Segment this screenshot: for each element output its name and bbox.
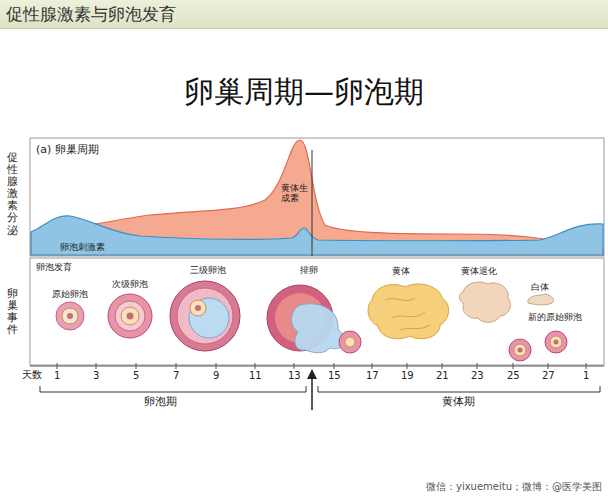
stage-label: 次级卵泡	[112, 279, 148, 290]
day-number: 7	[173, 370, 179, 382]
diagram-title: 卵巢周期—卵泡期	[184, 74, 424, 110]
day-number: 19	[401, 370, 414, 382]
day-number: 11	[249, 370, 262, 382]
header-band: 促性腺激素与卵泡发育	[0, 0, 608, 29]
stage-label: 三级卵泡	[190, 265, 226, 276]
phase-label: 黄体期	[442, 395, 475, 408]
day-number: 27	[542, 370, 555, 382]
day-number: 1	[583, 370, 589, 382]
day-number: 15	[328, 370, 341, 382]
day-number: 25	[507, 370, 520, 382]
day-number: 23	[471, 370, 484, 382]
stage-label: 排卵	[300, 265, 318, 276]
day-number: 5	[133, 370, 139, 382]
axis-title: 促性腺激素分泌	[7, 152, 18, 237]
stage-label: 白体	[531, 282, 549, 293]
day-number: 1	[54, 370, 60, 382]
axis-title: 天数	[22, 369, 42, 381]
day-number: 9	[213, 370, 219, 382]
phase-label: 卵泡期	[144, 395, 177, 408]
stage-label: 黄体	[392, 266, 410, 277]
day-number: 13	[288, 370, 301, 382]
curve-label: 卵泡刺激素	[60, 242, 105, 253]
stage-label: 原始卵泡	[52, 289, 88, 300]
curve-label: 黄体生成素	[281, 183, 309, 204]
stage-label: 新的原始卵泡	[528, 312, 582, 323]
band-title: 促性腺激素与卵泡发育	[0, 0, 608, 26]
stage-label: 黄体退化	[461, 266, 497, 277]
day-number: 17	[366, 370, 379, 382]
panel-label: (a) 卵巢周期	[36, 143, 99, 156]
day-number: 3	[93, 370, 99, 382]
day-number: 21	[436, 370, 449, 382]
panel-label: 卵泡发育	[36, 262, 72, 273]
axis-title: 卵巢事件	[7, 288, 18, 336]
watermark: 微信：yixuemeitu；微博：@医学美图	[426, 481, 602, 493]
